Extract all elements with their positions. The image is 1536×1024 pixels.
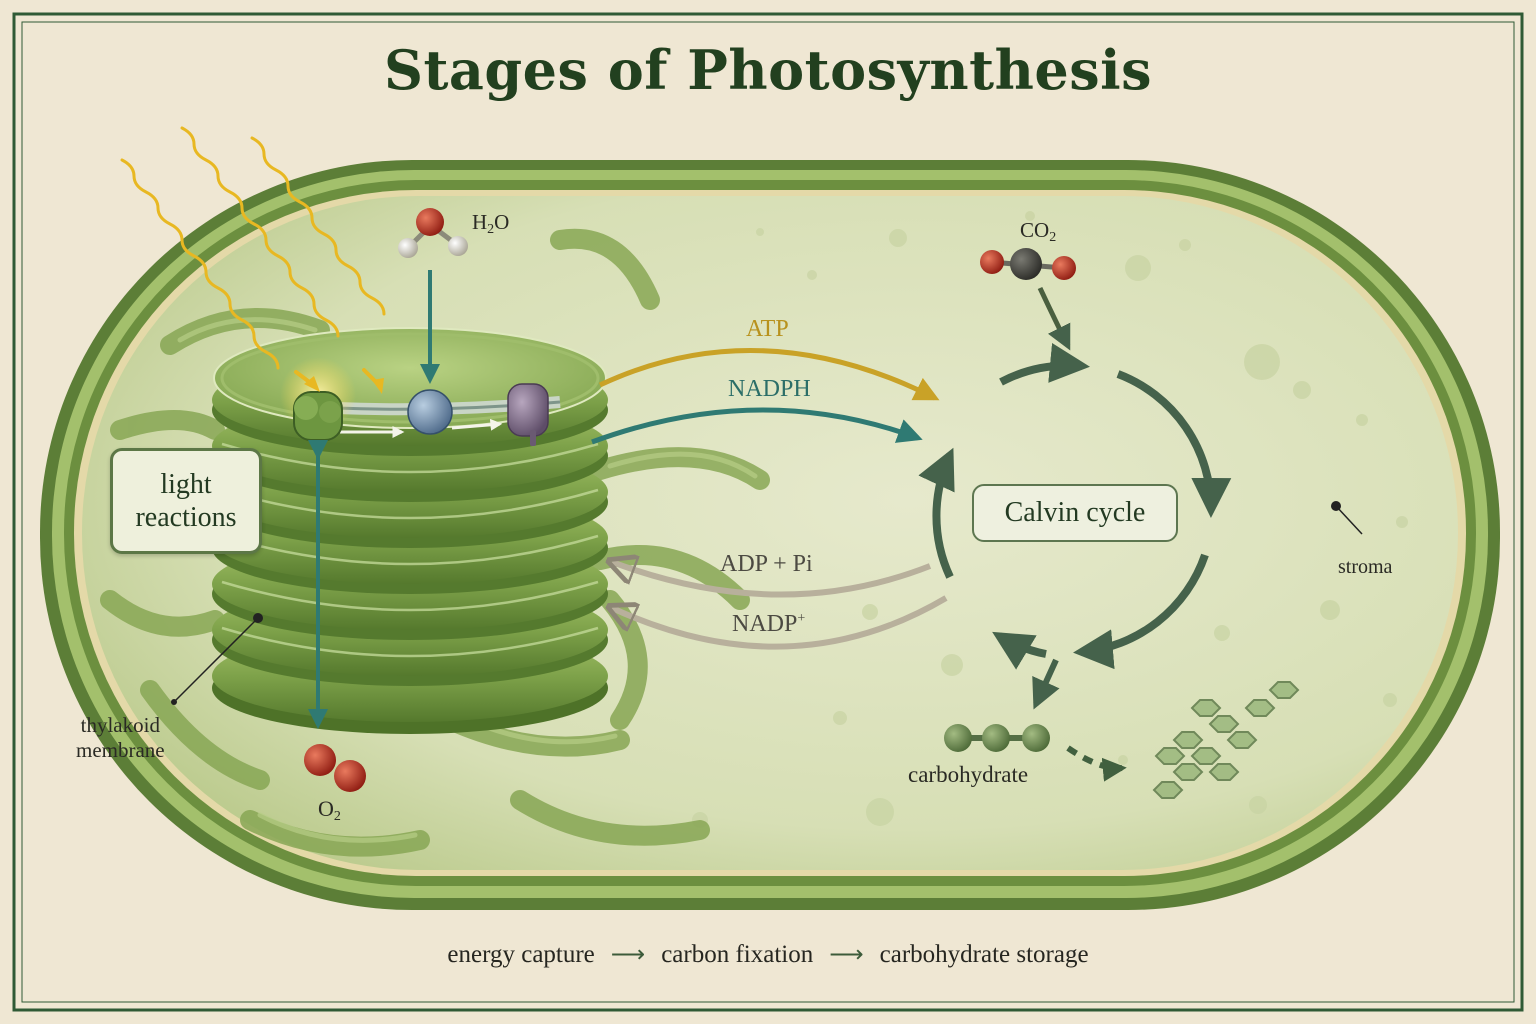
summary-step-carbon-fixation: carbon fixation	[661, 941, 814, 968]
co2-input-arrow	[1037, 286, 1071, 351]
stroma-leader-line	[1331, 501, 1363, 535]
water-molecule-icon	[398, 208, 468, 258]
adp-pi-return-arrow	[612, 562, 932, 598]
co2-label-sub: 2	[1049, 230, 1057, 245]
oxygen-molecule-icon	[304, 744, 366, 792]
diagram-title: Stages of Photosynthesis	[383, 38, 1153, 102]
h2o-label-sub: 2	[487, 222, 495, 237]
o2-label: O2	[318, 796, 341, 825]
nadp-return-arrow	[612, 595, 948, 650]
thylakoid-membrane-label: thylakoid membrane	[76, 713, 165, 762]
atp-arrow	[598, 348, 940, 401]
nadp-label: NADP+	[732, 611, 805, 638]
storage-dashed-arrow	[1066, 745, 1127, 782]
summary-step-energy-capture: energy capture	[447, 941, 595, 968]
granum-stack	[212, 327, 608, 734]
calvin-cycle-label: Calvin cycle	[1004, 497, 1146, 528]
outer-frame	[12, 12, 1524, 1012]
nadp-label-text: NADP	[732, 611, 798, 637]
carbohydrate-chain-icon	[944, 724, 1050, 752]
carbon-dioxide-molecule-icon	[980, 248, 1076, 280]
thylakoid-leader-line	[171, 613, 263, 705]
stroma-bubbles	[692, 211, 1408, 828]
nadp-label-charge: +	[797, 611, 806, 626]
stroma-label: stroma	[1338, 556, 1393, 578]
light-reactions-box: light reactions	[110, 448, 262, 554]
atp-label: ATP	[746, 316, 789, 342]
calvin-cycle-ring	[918, 343, 1232, 670]
inner-frame	[21, 21, 1515, 1003]
calvin-cycle-box: Calvin cycle	[972, 484, 1178, 542]
co2-label-text: CO	[1020, 218, 1050, 242]
summary-arrow-1: ⟶	[610, 942, 646, 968]
h2o-label: H2O	[472, 210, 509, 238]
nadph-arrow	[591, 407, 923, 445]
process-summary: energy capture ⟶ carbon fixation ⟶ carbohydr…	[0, 940, 1536, 969]
sunlight-arrowheads	[304, 376, 384, 394]
co2-label: CO2	[1020, 218, 1056, 246]
nadph-label: NADPH	[728, 376, 811, 402]
atp-synthase-protein	[507, 383, 549, 446]
hexagon-network-icon	[1152, 681, 1300, 799]
light-reactions-label: light reactions	[135, 469, 237, 533]
o2-label-text: O	[318, 796, 334, 821]
h2o-label-h: H	[472, 210, 488, 234]
electron-carrier-protein	[407, 389, 453, 435]
h2o-label-o: O	[494, 210, 510, 234]
carbohydrate-output-arrow	[1032, 658, 1060, 710]
photosystem-protein	[293, 391, 343, 441]
sunlight-ray-icon	[120, 126, 386, 386]
o2-label-sub: 2	[333, 809, 341, 824]
carbohydrate-label: carbohydrate	[908, 762, 1029, 787]
summary-arrow-2: ⟶	[829, 942, 864, 968]
adp-pi-label: ADP + Pi	[720, 551, 813, 577]
summary-step-carbohydrate-storage: carbohydrate storage	[879, 941, 1089, 968]
